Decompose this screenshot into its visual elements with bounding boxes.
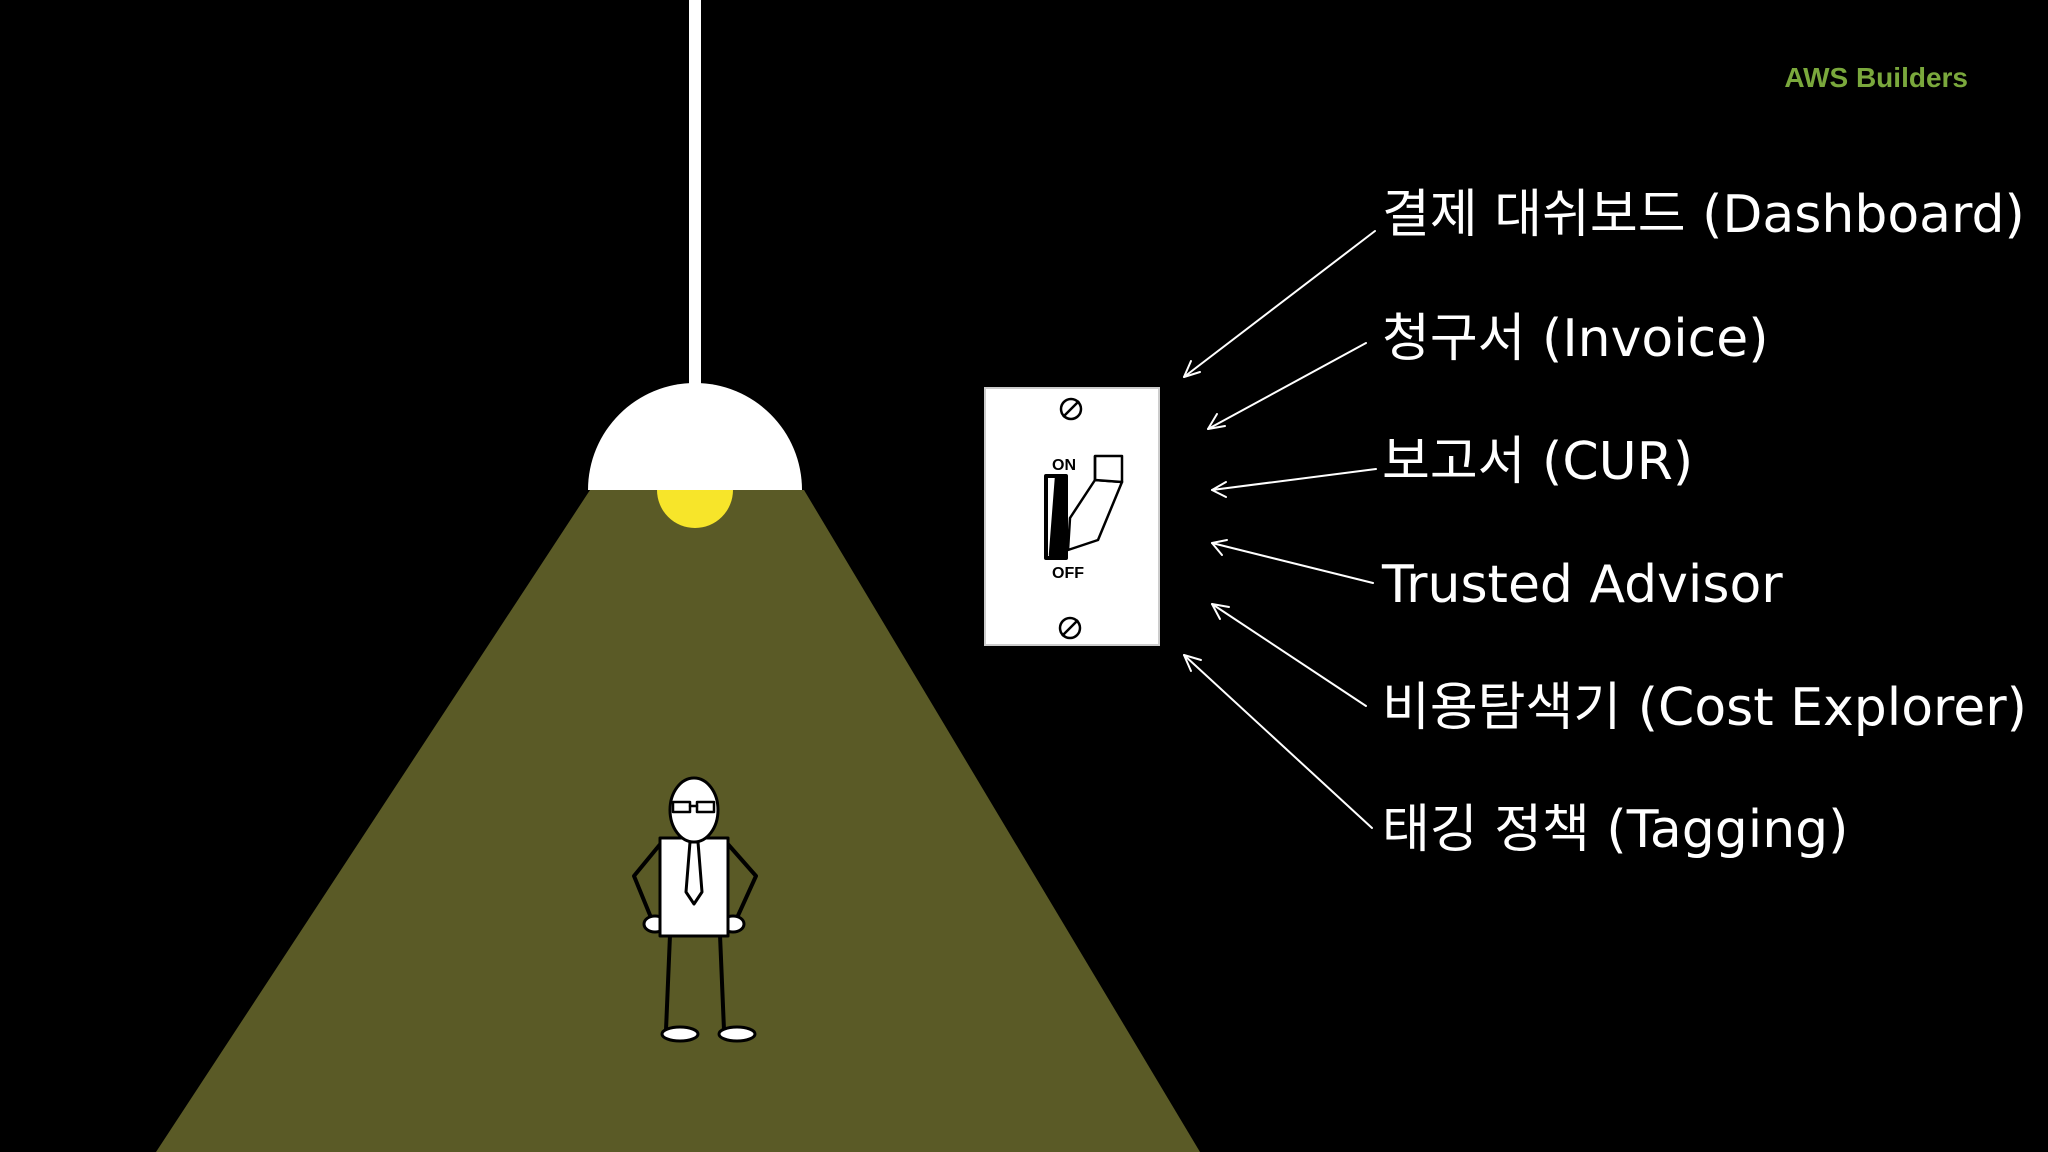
pendant-lamp-icon <box>588 0 802 528</box>
arrow-icon-invoice <box>1207 342 1367 430</box>
person-right-shoe <box>717 1025 757 1043</box>
arrow-icon-cost-explorer <box>1211 603 1367 707</box>
switch-top-screw <box>1059 397 1083 421</box>
stick-figure-person-icon <box>632 776 758 1043</box>
arrows <box>1183 230 1377 829</box>
label-cur: 보고서 (CUR) <box>1382 432 1694 492</box>
person-legs <box>664 933 726 1032</box>
switch-bottom-screw <box>1058 616 1082 640</box>
person-right-arm <box>724 840 758 922</box>
label-cost-explorer: 비용탐색기 (Cost Explorer) <box>1382 678 2027 738</box>
brand-label: AWS Builders <box>1784 62 1968 93</box>
switch-toggle[interactable] <box>1044 454 1124 560</box>
switch-off-label: OFF <box>1052 565 1084 582</box>
lamp-shade <box>588 383 802 490</box>
arrow-icon-cur <box>1211 468 1377 498</box>
arrow-icon-tagging <box>1183 654 1373 829</box>
label-tagging: 태깅 정책 (Tagging) <box>1382 800 1849 860</box>
light-switch-icon <box>984 387 1160 646</box>
lamp-cord <box>689 0 701 390</box>
person-tie <box>684 840 704 906</box>
person-left-shoe <box>660 1025 700 1043</box>
label-dashboard: 결제 대쉬보드 (Dashboard) <box>1382 185 2025 245</box>
person-head <box>668 776 720 844</box>
label-invoice: 청구서 (Invoice) <box>1382 309 1769 369</box>
person-left-arm <box>632 840 664 922</box>
arrow-icon-trusted-advisor <box>1211 539 1374 584</box>
arrow-icon-dashboard <box>1183 230 1376 378</box>
switch-on-label: ON <box>1052 457 1076 474</box>
label-trusted-advisor: Trusted Advisor <box>1382 555 1783 615</box>
